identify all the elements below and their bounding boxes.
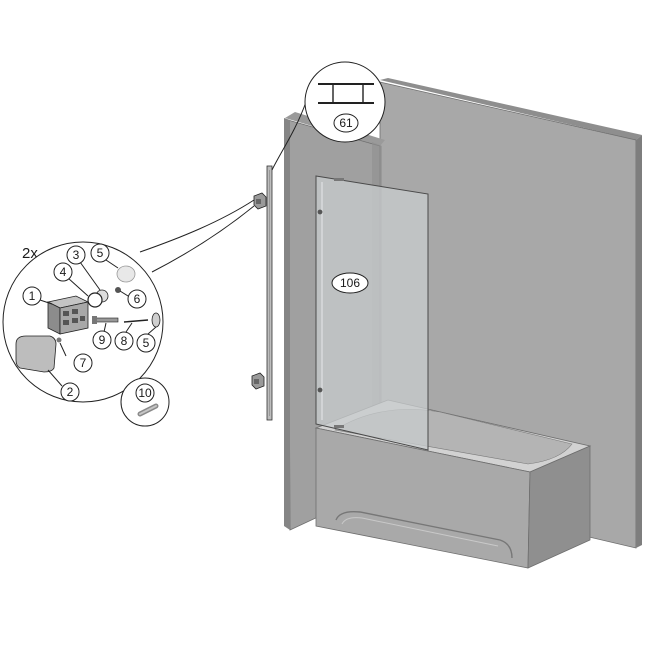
frame-detail-number: 61	[339, 116, 353, 130]
part-10-number-bubble	[135, 383, 155, 403]
part-6-nut	[115, 287, 121, 293]
callout-9: 9	[99, 333, 106, 347]
part-10-detail: 10	[120, 377, 170, 427]
glass-hinge-top	[317, 209, 323, 215]
part-number-bubbles: 1 2 3 4 5 6 7 8 9	[22, 243, 157, 402]
callout-8: 8	[121, 334, 128, 348]
callout-2: 2	[67, 385, 74, 399]
leader-frame-detail	[271, 101, 307, 171]
callout-5-bottom: 5	[143, 336, 150, 350]
side-wall-edge	[284, 118, 290, 530]
part-1-mounting-block	[46, 295, 90, 335]
leader-parts-lower	[151, 205, 255, 273]
callout-4: 4	[60, 265, 67, 279]
glass-label-top	[334, 178, 344, 181]
glass-panel-number: 106	[340, 276, 360, 290]
callout-7: 7	[80, 356, 87, 370]
part-9-screw	[92, 316, 119, 324]
back-wall-edge	[636, 135, 642, 548]
callout-5-top: 5	[97, 246, 104, 260]
part-4-washer	[87, 292, 103, 308]
frame-detail-callout: 61	[304, 61, 386, 143]
bracket-bottom	[251, 372, 265, 390]
part-5-cap-top	[116, 265, 136, 283]
callout-10: 10	[138, 386, 152, 400]
glass-sheet	[315, 175, 429, 451]
multiplier-label: 2x	[22, 245, 38, 262]
callout-1: 1	[29, 289, 36, 303]
glass-panel-callout: 106	[331, 272, 369, 294]
glass-label-bottom	[334, 425, 344, 428]
glass-hinge-bottom	[317, 387, 323, 393]
part-5-cap-side	[151, 312, 161, 328]
wall-profile	[251, 165, 273, 421]
frame-detail-number-bubble	[333, 113, 359, 133]
part-7-plug	[56, 337, 62, 343]
parts-detail: 2x	[2, 241, 164, 403]
glass-panel-number-bubble	[331, 272, 369, 294]
part-2-cover-plate	[15, 335, 57, 373]
leader-lines	[139, 101, 307, 273]
leader-parts-upper	[139, 199, 255, 253]
bathtub-side-panel	[527, 445, 591, 569]
callout-6: 6	[134, 292, 141, 306]
bathtub-panel-moulding-inner	[341, 517, 499, 547]
callout-3: 3	[73, 248, 80, 262]
part-8-bolt	[123, 319, 149, 323]
back-wall-top	[380, 78, 642, 140]
bracket-top	[253, 192, 267, 210]
part-10-pin	[137, 403, 159, 417]
bathtub-panel-moulding	[335, 510, 513, 559]
glass-panel	[315, 175, 429, 451]
